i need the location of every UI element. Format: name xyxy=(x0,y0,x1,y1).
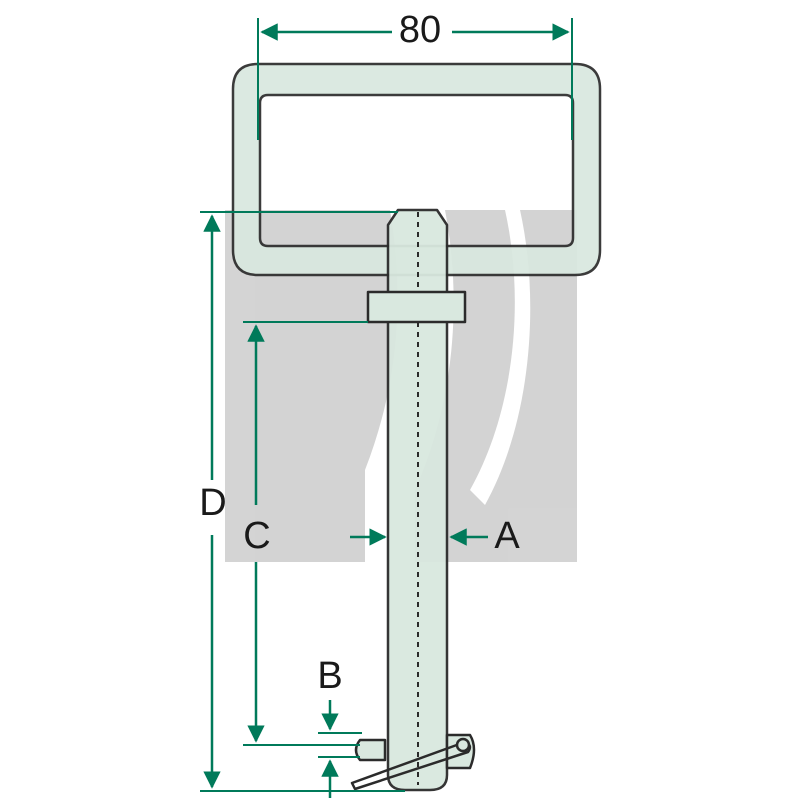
handle-frame xyxy=(231,62,602,277)
pin-collar xyxy=(366,290,467,324)
pin xyxy=(350,208,476,792)
b-label: B xyxy=(317,655,342,697)
clip-head-left xyxy=(354,738,387,762)
clip-ring xyxy=(455,737,471,753)
pin-shaft xyxy=(386,208,449,792)
watermark-stroke-right xyxy=(470,210,531,505)
c-label: C xyxy=(243,515,270,557)
dimension-labels: 80 D C A B xyxy=(199,9,520,697)
a-label: A xyxy=(494,515,520,557)
d-label: D xyxy=(199,482,226,524)
handle-loop xyxy=(231,62,602,277)
dimension-lines xyxy=(200,18,573,798)
width-label: 80 xyxy=(399,9,441,51)
